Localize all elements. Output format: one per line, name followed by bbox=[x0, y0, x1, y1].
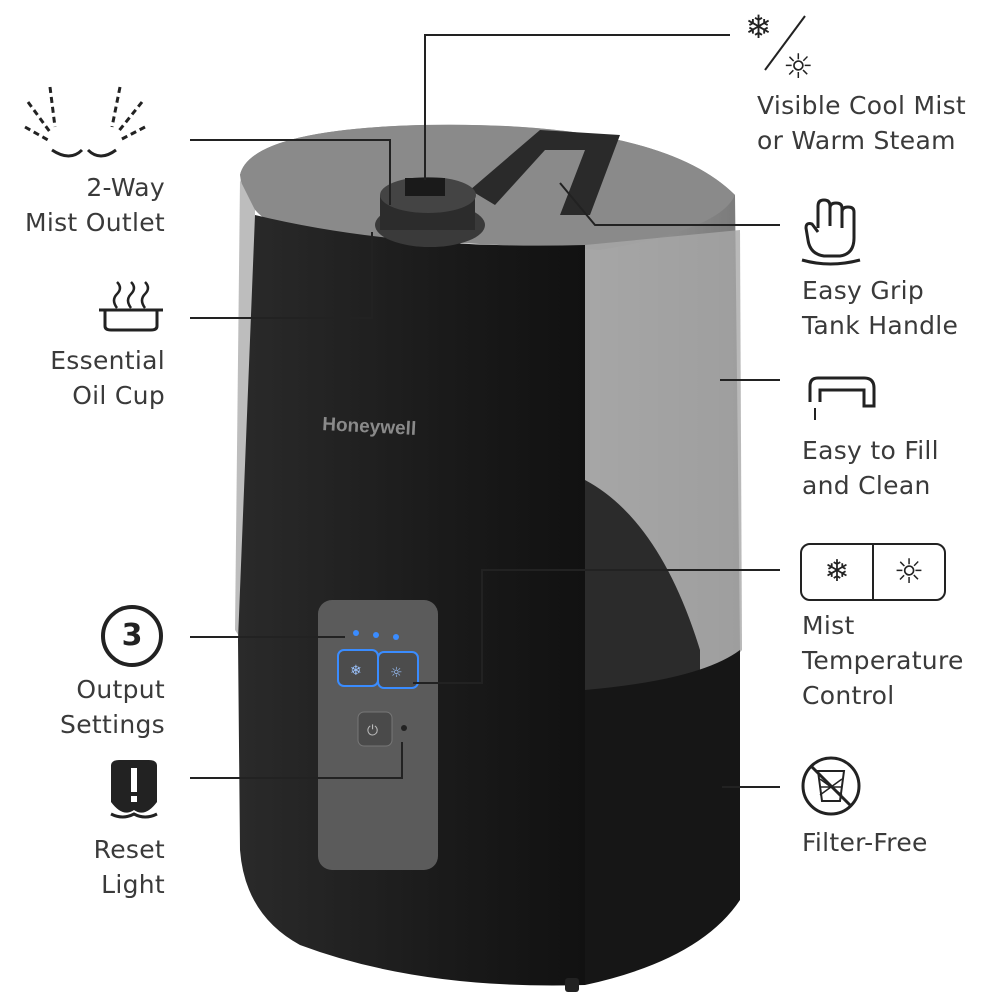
label-line: Mist bbox=[802, 611, 855, 640]
label-line: Filter-Free bbox=[802, 828, 928, 857]
label-line: Light bbox=[101, 870, 165, 899]
svg-text:❄: ❄ bbox=[350, 663, 362, 679]
svg-text:⏻: ⏻ bbox=[367, 723, 378, 739]
filter-free-label: Filter-Free bbox=[802, 825, 928, 860]
label-line: Essential bbox=[50, 346, 165, 375]
mist-outlet-label: 2-Way Mist Outlet bbox=[25, 170, 165, 240]
label-line: Easy to Fill bbox=[802, 436, 939, 465]
easy-fill-label: Easy to Fill and Clean bbox=[802, 433, 939, 503]
snowflake-icon: ❄ bbox=[802, 545, 874, 599]
faucet-icon bbox=[808, 376, 876, 420]
label-line: Easy Grip bbox=[802, 276, 925, 305]
number-circle-icon: 3 bbox=[101, 605, 163, 667]
no-filter-icon bbox=[801, 756, 861, 816]
temperature-control-label: Mist Temperature Control bbox=[802, 608, 964, 713]
hand-grip-icon bbox=[801, 198, 861, 266]
label-line: Output bbox=[76, 675, 165, 704]
mist-spray-icon bbox=[24, 86, 146, 158]
svg-text:☼: ☼ bbox=[390, 665, 403, 681]
cool-warm-label: Visible Cool Mist or Warm Steam bbox=[757, 88, 966, 158]
temperature-buttons-icon: ❄ ☼ bbox=[800, 543, 946, 601]
easy-grip-label: Easy Grip Tank Handle bbox=[802, 273, 958, 343]
label-line: Reset bbox=[93, 835, 165, 864]
label-line: Oil Cup bbox=[72, 381, 165, 410]
label-line: Temperature bbox=[802, 646, 964, 675]
reset-light-label: Reset Light bbox=[94, 832, 165, 902]
label-line: 2-Way bbox=[86, 173, 165, 202]
label-line: Visible Cool Mist bbox=[757, 91, 966, 120]
svg-text:❄: ❄ bbox=[745, 8, 772, 46]
output-settings-label: Output Settings bbox=[60, 672, 165, 742]
sun-icon: ☼ bbox=[893, 552, 925, 592]
callout-lines bbox=[190, 34, 780, 788]
label-line: Mist Outlet bbox=[24, 208, 165, 237]
label-line: Control bbox=[802, 681, 895, 710]
oil-cup-icon bbox=[99, 281, 163, 332]
label-line: Settings bbox=[60, 710, 165, 739]
label-line: or Warm Steam bbox=[757, 126, 956, 155]
label-line: and Clean bbox=[802, 471, 931, 500]
label-line: Tank Handle bbox=[802, 311, 959, 340]
svg-text:☼: ☼ bbox=[783, 47, 813, 87]
oil-cup-label: Essential Oil Cup bbox=[50, 343, 165, 413]
svg-text:Honeywell: Honeywell bbox=[322, 414, 417, 440]
reset-light-icon bbox=[110, 760, 158, 819]
snowflake-sun-icon: ❄ ☼ bbox=[745, 8, 813, 87]
